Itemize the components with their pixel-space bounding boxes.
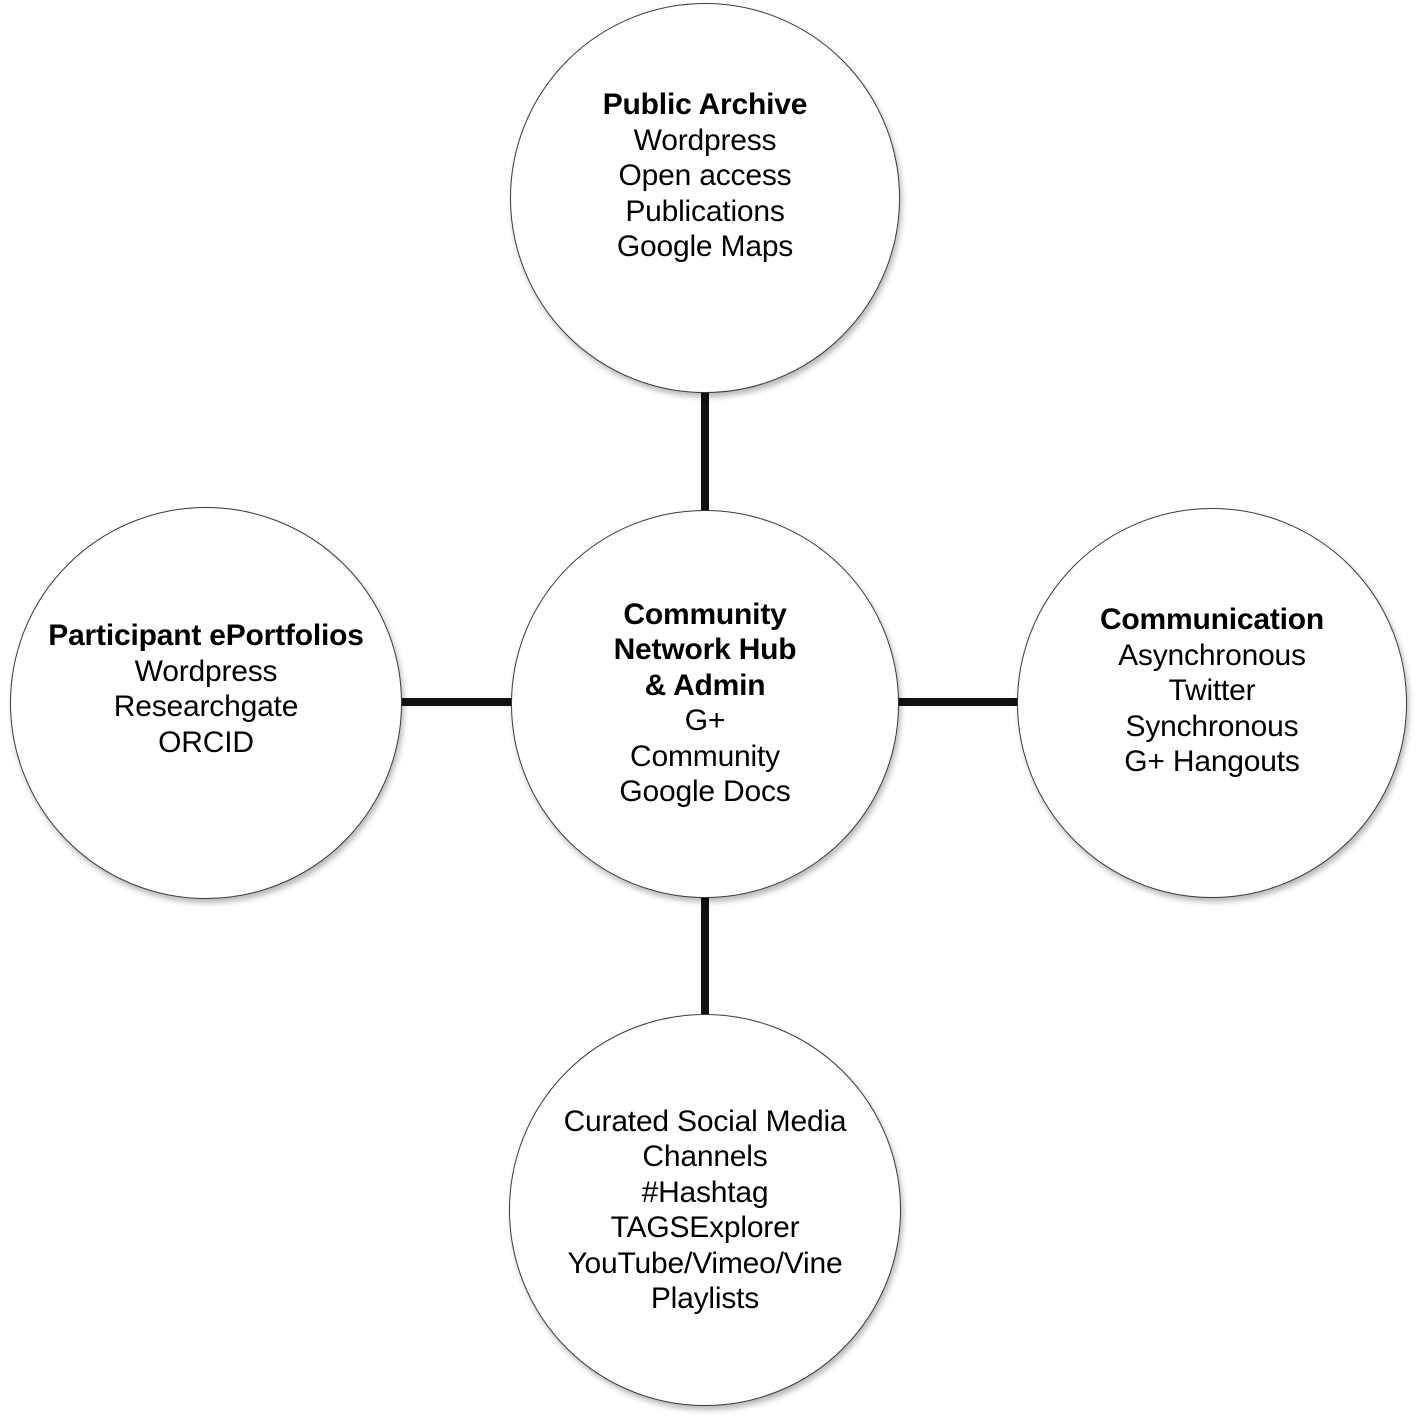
connector-hub-to-eportfolios xyxy=(392,698,520,706)
node-participant-eportfolios-text: Participant ePortfolios Wordpress Resear… xyxy=(48,618,364,760)
node-community-network-hub-heading-3: & Admin xyxy=(644,668,766,702)
node-public-archive[interactable]: Public Archive Wordpress Open access Pub… xyxy=(510,3,900,393)
node-community-network-hub-heading-2: Network Hub xyxy=(613,633,797,666)
node-public-archive-heading: Public Archive xyxy=(602,88,808,122)
node-public-archive-text: Public Archive Wordpress Open access Pub… xyxy=(603,87,808,265)
node-participant-eportfolios-heading: Participant ePortfolios xyxy=(48,619,364,652)
node-community-network-hub-heading-1: Community xyxy=(623,597,787,631)
node-curated-social-media-line-2: Channels xyxy=(642,1140,768,1173)
node-community-network-hub[interactable]: Community Network Hub & Admin G+ Communi… xyxy=(511,510,899,898)
connector-hub-to-public-archive xyxy=(701,380,709,520)
node-curated-social-media[interactable]: Curated Social Media Channels #Hashtag T… xyxy=(509,1014,901,1406)
node-curated-social-media-line-6: Playlists xyxy=(650,1282,760,1315)
node-communication-text: Communication Asynchronous Twitter Synch… xyxy=(1100,602,1324,780)
connector-hub-to-social-media xyxy=(701,888,709,1026)
node-public-archive-item-2: Open access xyxy=(618,159,792,193)
node-curated-social-media-line-1: Curated Social Media xyxy=(563,1104,847,1138)
node-community-network-hub-item-1: G+ xyxy=(684,704,726,737)
node-curated-social-media-text: Curated Social Media Channels #Hashtag T… xyxy=(564,1104,847,1317)
node-public-archive-item-3: Publications xyxy=(625,194,785,228)
node-communication-item-2: Twitter xyxy=(1168,674,1256,708)
node-community-network-hub-text: Community Network Hub & Admin G+ Communi… xyxy=(614,597,797,810)
node-participant-eportfolios[interactable]: Participant ePortfolios Wordpress Resear… xyxy=(10,507,402,899)
node-community-network-hub-item-3: Google Docs xyxy=(619,775,791,808)
node-communication[interactable]: Communication Asynchronous Twitter Synch… xyxy=(1017,508,1407,898)
node-community-network-hub-item-2: Community xyxy=(630,739,780,773)
connector-hub-to-communication xyxy=(892,698,1026,706)
node-public-archive-item-4: Google Maps xyxy=(616,230,794,264)
node-participant-eportfolios-item-3: ORCID xyxy=(158,725,254,759)
node-communication-item-3: Synchronous xyxy=(1125,709,1299,743)
node-communication-item-1: Asynchronous xyxy=(1118,638,1306,672)
node-curated-social-media-line-4: TAGSExplorer xyxy=(610,1211,800,1244)
node-curated-social-media-line-5: YouTube/Vimeo/Vine xyxy=(567,1246,843,1280)
node-participant-eportfolios-item-2: Researchgate xyxy=(113,690,299,723)
node-public-archive-item-1: Wordpress xyxy=(633,123,777,157)
node-curated-social-media-line-3: #Hashtag xyxy=(641,1175,769,1209)
node-communication-heading: Communication xyxy=(1099,603,1325,637)
node-participant-eportfolios-item-1: Wordpress xyxy=(134,654,278,688)
node-communication-item-4: G+ Hangouts xyxy=(1124,745,1300,779)
